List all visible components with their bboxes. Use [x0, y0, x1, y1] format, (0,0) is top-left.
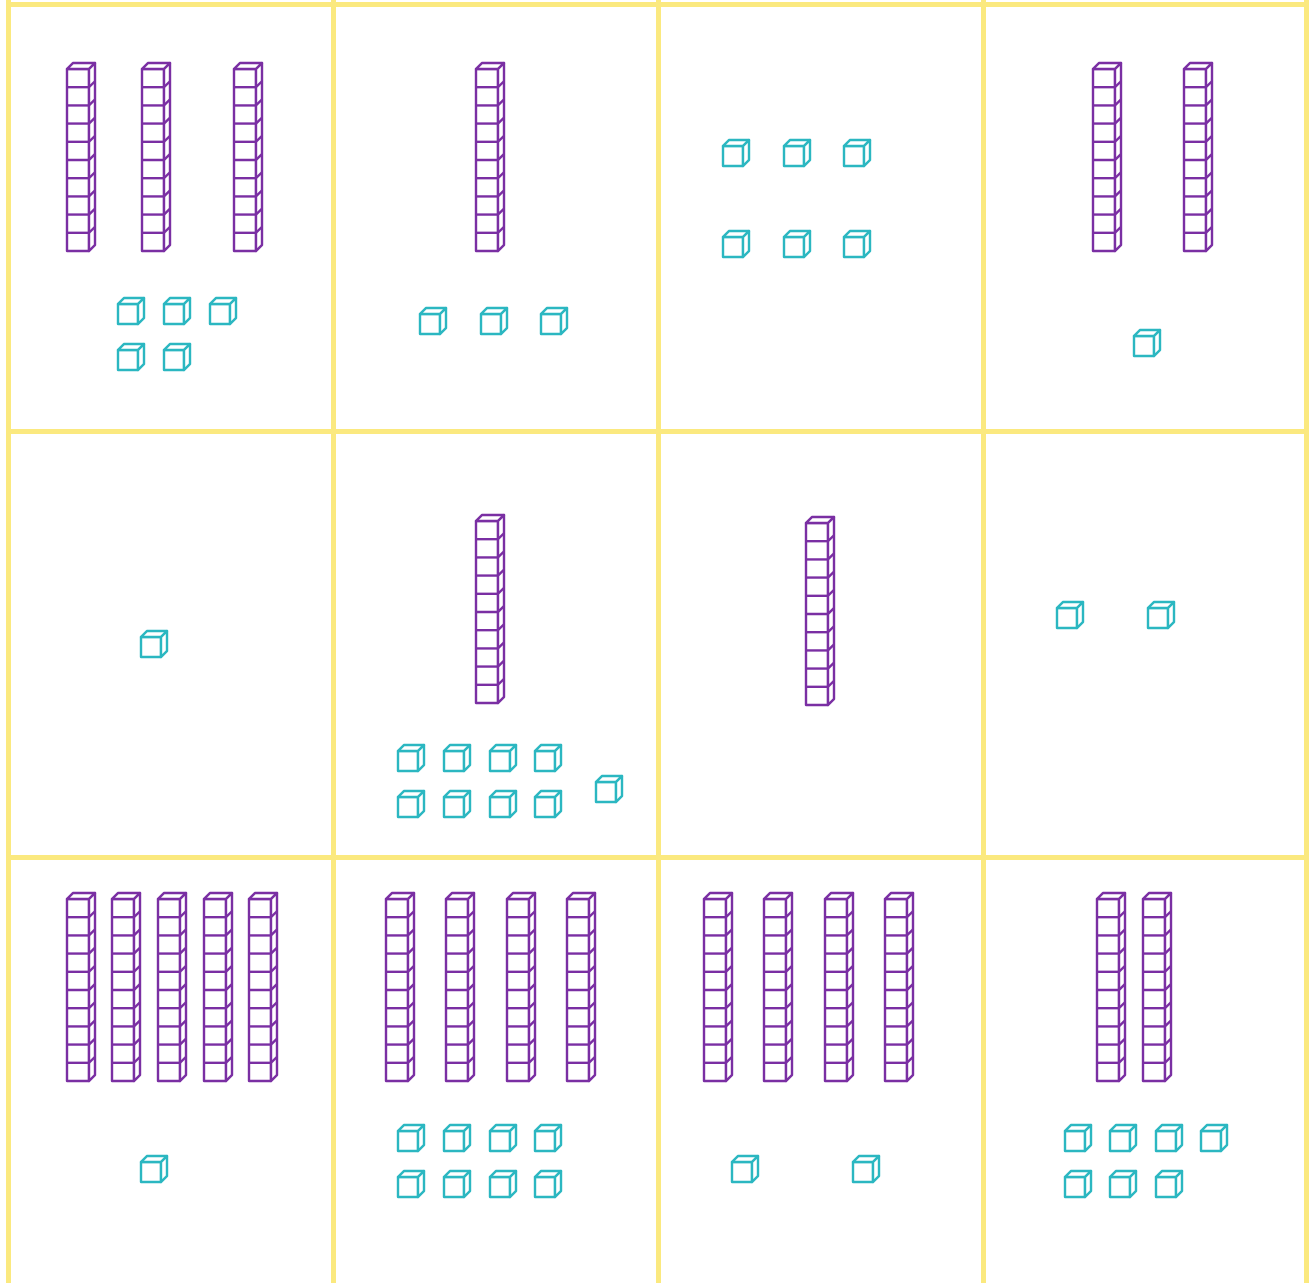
unit-cube: [398, 1125, 424, 1151]
unit-cube: [490, 745, 516, 771]
unit-cube: [535, 1171, 561, 1197]
unit-cube: [732, 1156, 758, 1182]
ten-rod: [204, 893, 232, 1081]
ten-rod: [476, 63, 504, 251]
ten-rod: [885, 893, 913, 1081]
unit-cube: [1201, 1125, 1227, 1151]
unit-cube: [141, 631, 167, 657]
unit-cube: [844, 140, 870, 166]
unit-cube: [853, 1156, 879, 1182]
number-card-5: [141, 631, 167, 657]
unit-cube: [398, 1171, 424, 1197]
unit-cube: [1065, 1125, 1091, 1151]
unit-cube: [784, 231, 810, 257]
unit-cube: [481, 308, 507, 334]
unit-cube: [118, 344, 144, 370]
unit-cube: [164, 298, 190, 324]
unit-cube: [541, 308, 567, 334]
unit-cube: [1110, 1171, 1136, 1197]
number-card-7: [806, 517, 834, 705]
number-card-2: [420, 63, 567, 334]
unit-cube: [490, 1125, 516, 1151]
ten-rod: [1184, 63, 1212, 251]
unit-cube: [535, 745, 561, 771]
number-card-10: [386, 893, 595, 1197]
ten-rod: [476, 515, 504, 703]
ten-rod: [806, 517, 834, 705]
unit-cube: [1057, 602, 1083, 628]
unit-cube: [398, 791, 424, 817]
ten-rod: [1093, 63, 1121, 251]
ten-rod: [764, 893, 792, 1081]
unit-cube: [141, 1156, 167, 1182]
number-card-8: [1057, 602, 1174, 628]
unit-cube: [118, 298, 144, 324]
unit-cube: [444, 791, 470, 817]
ten-rod: [249, 893, 277, 1081]
unit-cube: [1134, 330, 1160, 356]
unit-cube: [535, 791, 561, 817]
number-card-12: [1065, 893, 1227, 1197]
ten-rod: [507, 893, 535, 1081]
unit-cube: [1110, 1125, 1136, 1151]
ten-rod: [704, 893, 732, 1081]
number-card-9: [67, 893, 277, 1182]
unit-cube: [444, 745, 470, 771]
unit-cube: [398, 745, 424, 771]
unit-cube: [1156, 1171, 1182, 1197]
ten-rod: [142, 63, 170, 251]
ten-rod: [446, 893, 474, 1081]
ten-rod: [158, 893, 186, 1081]
unit-cube: [535, 1125, 561, 1151]
unit-cube: [596, 776, 622, 802]
ten-rod: [1143, 893, 1171, 1081]
unit-cube: [723, 231, 749, 257]
unit-cube: [490, 1171, 516, 1197]
unit-cube: [1148, 602, 1174, 628]
unit-cube: [444, 1171, 470, 1197]
unit-cube: [210, 298, 236, 324]
ten-rod: [386, 893, 414, 1081]
unit-cube: [444, 1125, 470, 1151]
ten-rod: [67, 893, 95, 1081]
ten-rod: [234, 63, 262, 251]
unit-cube: [723, 140, 749, 166]
number-card-1: [67, 63, 262, 370]
number-card-4: [1093, 63, 1212, 356]
unit-cube: [844, 231, 870, 257]
unit-cube: [784, 140, 810, 166]
ten-rod: [67, 63, 95, 251]
unit-cube: [164, 344, 190, 370]
unit-cube: [1156, 1125, 1182, 1151]
number-card-11: [704, 893, 913, 1182]
unit-cube: [1065, 1171, 1091, 1197]
number-card-6: [398, 515, 622, 817]
unit-cube: [420, 308, 446, 334]
unit-cube: [490, 791, 516, 817]
ten-rod: [112, 893, 140, 1081]
ten-rod: [1097, 893, 1125, 1081]
number-card-3: [723, 140, 870, 257]
ten-rod: [567, 893, 595, 1081]
ten-rod: [825, 893, 853, 1081]
